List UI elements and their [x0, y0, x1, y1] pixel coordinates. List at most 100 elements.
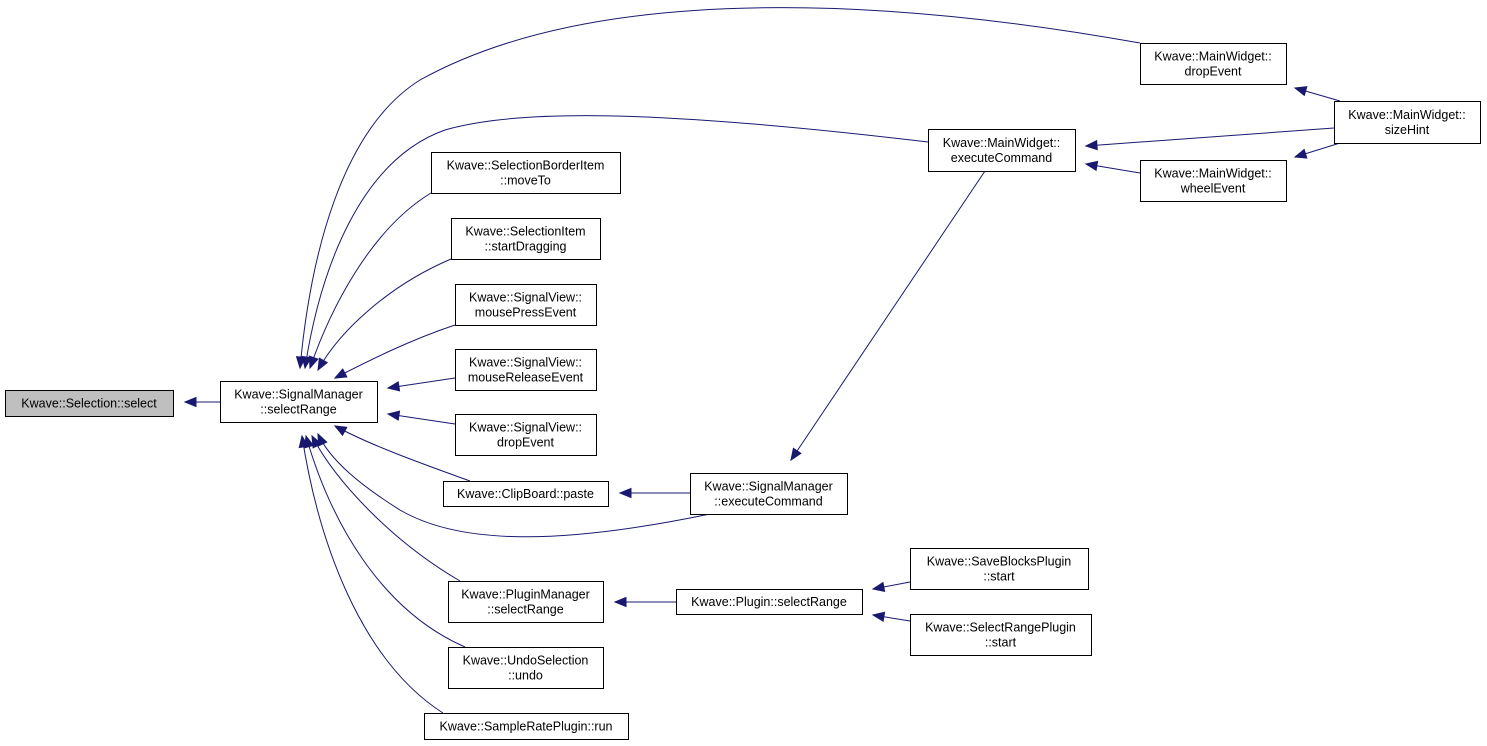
node-label-line: Kwave::ClipBoard::paste: [457, 487, 594, 501]
arrowhead: [871, 611, 886, 623]
arrowhead: [1084, 139, 1098, 151]
edge-pm_selectRange-to-sm_selectRange: [311, 434, 461, 582]
arrowhead: [386, 381, 401, 392]
arrowhead: [1293, 86, 1308, 97]
edge-sm_executeCommand-to-cb_paste: [618, 487, 690, 499]
node-box: [928, 129, 1076, 172]
node-label-line: Kwave::SignalView::: [469, 421, 582, 435]
arrowhead: [311, 434, 322, 449]
arrowhead: [333, 368, 348, 379]
arrowhead: [1084, 160, 1099, 172]
node-box: [455, 349, 597, 391]
node-label-line: Kwave::SignalManager: [234, 388, 363, 402]
node-undo-sel[interactable]: Kwave::UndoSelection::undo: [448, 647, 604, 689]
edge-sv_mouseRelease-to-sm_selectRange: [386, 377, 456, 392]
node-pm-selectRange[interactable]: Kwave::PluginManager::selectRange: [448, 581, 604, 623]
edge-si_startDragging-to-sm_selectRange: [317, 258, 452, 372]
edge-sbp_start-to-plugin_selectRange: [871, 581, 911, 593]
node-sm-executeCommand[interactable]: Kwave::SignalManager::executeCommand: [690, 473, 848, 515]
node-label-line: mouseReleaseEvent: [468, 371, 584, 385]
node-label-line: ::undo: [508, 669, 543, 683]
node-mw-wheelEvent[interactable]: Kwave::MainWidget::wheelEvent: [1140, 160, 1287, 202]
edge-mw_sizeHint-to-mw_dropEvent: [1293, 86, 1341, 102]
node-box: [220, 381, 378, 423]
node-srp-run[interactable]: Kwave::SampleRatePlugin::run: [424, 713, 629, 740]
node-label-line: Kwave::SignalView::: [469, 291, 582, 305]
node-mw-dropEvent[interactable]: Kwave::MainWidget::dropEvent: [1140, 43, 1287, 85]
arrowhead: [1293, 148, 1308, 159]
node-selrp-start[interactable]: Kwave::SelectRangePlugin::start: [910, 614, 1092, 656]
node-sbp-start[interactable]: Kwave::SaveBlocksPlugin::start: [910, 548, 1089, 590]
node-sbi-moveTo[interactable]: Kwave::SelectionBorderItem::moveTo: [431, 152, 621, 194]
node-label-line: Kwave::MainWidget::: [1348, 108, 1465, 122]
edge-line: [334, 324, 456, 379]
arrowhead: [613, 596, 627, 608]
node-label-line: executeCommand: [951, 151, 1052, 165]
edge-line: [299, 7, 1141, 369]
node-label-line: dropEvent: [497, 436, 555, 450]
node-box: [455, 414, 597, 456]
node-box: [910, 548, 1089, 590]
node-label-line: Kwave::SaveBlocksPlugin: [927, 555, 1072, 569]
arrowhead: [871, 581, 886, 593]
edge-line: [304, 115, 929, 369]
node-label-line: Kwave::MainWidget::: [943, 136, 1060, 150]
edge-mw_wheelEvent-to-mw_executeCommand: [1084, 160, 1141, 174]
node-sv-mousePress[interactable]: Kwave::SignalView::mousePressEvent: [455, 284, 597, 326]
arrowhead: [618, 487, 632, 499]
edge-mw_sizeHint-to-mw_wheelEvent: [1293, 142, 1341, 159]
node-sv-drop[interactable]: Kwave::SignalView::dropEvent: [455, 414, 597, 456]
node-label-line: Kwave::SignalManager: [704, 480, 833, 494]
edge-sv_mousePress-to-sm_selectRange: [333, 324, 456, 379]
node-box: [1140, 43, 1287, 85]
edge-selrp_start-to-plugin_selectRange: [871, 611, 911, 623]
node-sv-mouseRelease[interactable]: Kwave::SignalView::mouseReleaseEvent: [455, 349, 597, 391]
arrowhead: [298, 434, 309, 449]
node-box: [448, 647, 604, 689]
node-box: [5, 390, 174, 417]
node-plugin-selectRange[interactable]: Kwave::Plugin::selectRange: [676, 589, 863, 615]
node-mw-executeCommand[interactable]: Kwave::MainWidget::executeCommand: [928, 129, 1076, 172]
edge-sm_selectRange-to-selection_select: [183, 396, 220, 408]
edge-line: [334, 425, 471, 482]
node-label-line: Kwave::PluginManager: [461, 588, 590, 602]
arrowhead: [386, 410, 401, 421]
edge-line: [301, 435, 444, 714]
node-label-line: Kwave::SignalView::: [469, 356, 582, 370]
node-label-line: dropEvent: [1185, 65, 1243, 79]
node-selection-select[interactable]: Kwave::Selection::select: [5, 390, 174, 417]
edge-srp_run-to-sm_selectRange: [298, 434, 444, 714]
node-box: [455, 284, 597, 326]
edge-mw_sizeHint-to-mw_executeCommand: [1084, 127, 1335, 151]
edge-sbi_moveTo-to-sm_selectRange: [308, 192, 432, 370]
node-label-line: ::moveTo: [500, 174, 551, 188]
node-box: [1334, 101, 1481, 144]
node-box: [431, 152, 621, 194]
edge-cb_paste-to-sm_selectRange: [333, 425, 471, 482]
node-label-line: ::start: [983, 570, 1015, 584]
node-label-line: ::executeCommand: [714, 495, 822, 509]
edge-line: [317, 258, 452, 371]
node-label-line: Kwave::UndoSelection: [463, 654, 589, 668]
arrowhead: [301, 355, 312, 370]
arrowhead: [317, 357, 329, 372]
edge-undo_sel-to-sm_selectRange: [304, 434, 466, 648]
edge-mw_executeCommand-to-sm_executeCommand: [790, 170, 986, 462]
edge-sv_drop-to-sm_selectRange: [386, 410, 456, 425]
node-label-line: ::startDragging: [485, 240, 567, 254]
edge-mw_executeCommand-to-sm_selectRange: [301, 115, 929, 370]
node-label-line: Kwave::SelectionItem: [465, 225, 585, 239]
edge-line: [305, 435, 466, 648]
node-sm-selectRange[interactable]: Kwave::SignalManager::selectRange: [220, 381, 378, 423]
node-box: [676, 589, 863, 615]
node-mw-sizeHint[interactable]: Kwave::MainWidget::sizeHint: [1334, 101, 1481, 144]
edge-line: [311, 435, 461, 582]
node-label-line: Kwave::Plugin::selectRange: [691, 595, 847, 609]
node-label-line: Kwave::SelectionBorderItem: [447, 159, 605, 173]
node-cb-paste[interactable]: Kwave::ClipBoard::paste: [443, 481, 609, 507]
node-box: [1140, 160, 1287, 202]
arrowhead: [333, 425, 348, 437]
node-label-line: Kwave::MainWidget::: [1154, 50, 1271, 64]
node-si-startDragging[interactable]: Kwave::SelectionItem::startDragging: [451, 218, 601, 260]
